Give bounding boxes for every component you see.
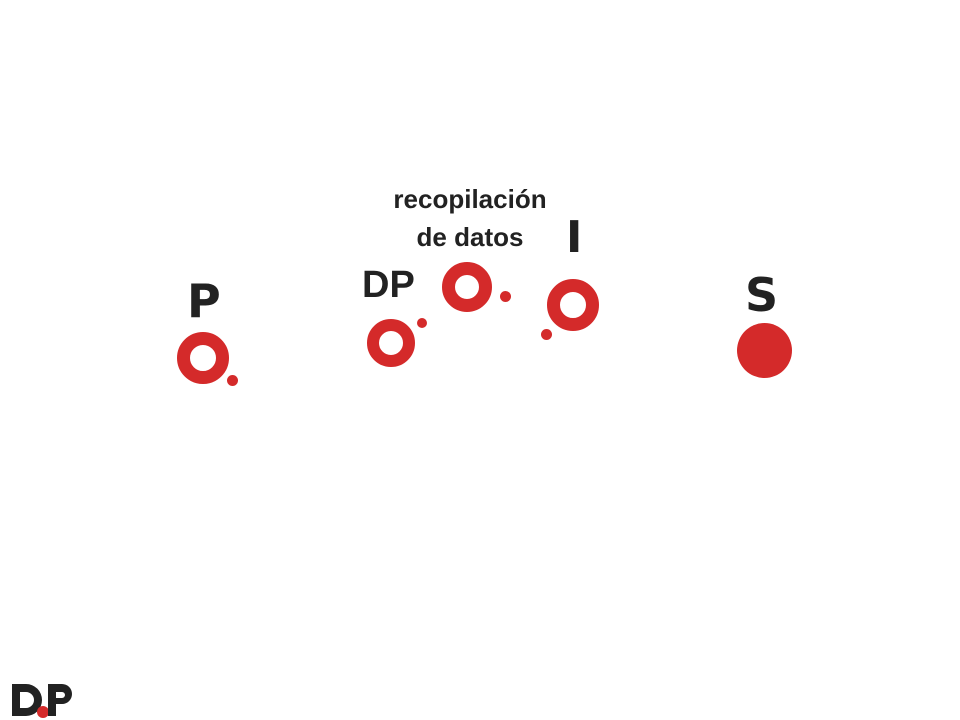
ring-dot-icon xyxy=(367,319,415,367)
ring-dot-small-icon xyxy=(417,318,427,328)
ring-dot-small-icon xyxy=(541,329,552,340)
label-data-line2: de datos xyxy=(416,222,524,252)
label-i: I xyxy=(566,212,583,263)
ring-dot-icon xyxy=(177,332,229,384)
label-dp: DP xyxy=(362,264,415,306)
solid-circle-icon xyxy=(737,323,792,378)
logo-icon xyxy=(12,684,72,718)
label-p: P xyxy=(187,274,221,328)
label-data-collection: recopilación de datos xyxy=(360,180,580,256)
label-s: S xyxy=(745,268,779,322)
ring-dot-small-icon xyxy=(500,291,511,302)
ring-dot-icon xyxy=(547,279,599,331)
ring-dot-icon xyxy=(442,262,492,312)
ring-dot-small-icon xyxy=(227,375,238,386)
label-data-line1: recopilación xyxy=(393,184,547,214)
